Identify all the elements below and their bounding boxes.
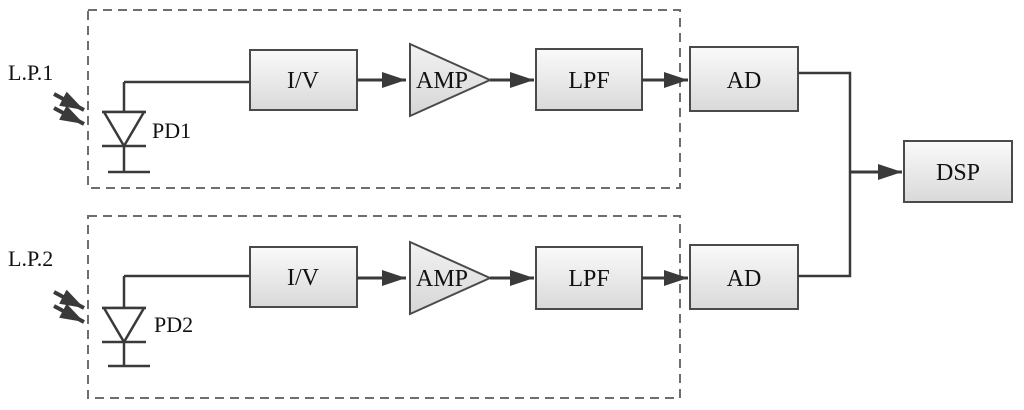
dsp-block: DSP xyxy=(903,140,1013,203)
channel-2-amp-label: AMP xyxy=(416,266,468,292)
channel-2: L.P.2 PD2 I/V AMP LPF xyxy=(8,215,799,399)
channel-2-photodiode-icon xyxy=(101,276,150,368)
channel-2-ad-label: AD xyxy=(727,266,762,292)
channel-2-iv-label: I/V xyxy=(287,265,320,291)
channel-1-lpf-block: LPF xyxy=(535,48,643,111)
channel-1-amp-label: AMP xyxy=(416,68,468,94)
channel-1-lpf-label: LPF xyxy=(568,68,609,94)
channel-2-lpf-label: LPF xyxy=(568,266,609,292)
channel-1-light-arrows-icon xyxy=(53,91,85,126)
channel-1-input-label: L.P.1 xyxy=(8,60,53,85)
channel-2-ad-block: AD xyxy=(689,244,799,310)
channel-2-input-label: L.P.2 xyxy=(8,246,53,271)
channel-2-light-arrows-icon xyxy=(53,289,85,324)
channel-2-detector-label: PD2 xyxy=(154,312,193,337)
dsp-label: DSP xyxy=(936,160,980,186)
channel-1: L.P.1 PD1 I/V AMP xyxy=(8,9,799,189)
channel-1-ad-label: AD xyxy=(727,68,762,94)
channel-1-detector-label: PD1 xyxy=(152,118,191,143)
channel-1-iv-label: I/V xyxy=(287,68,320,94)
channel-1-dashed-frame xyxy=(87,9,681,189)
merge-connector xyxy=(798,71,852,278)
channel-2-dashed-frame xyxy=(87,215,681,399)
channel-2-lpf-block: LPF xyxy=(535,246,643,310)
channel-1-amp-block: AMP xyxy=(409,42,493,118)
channel-2-iv-block: I/V xyxy=(249,246,358,308)
channel-1-photodiode-icon xyxy=(101,82,150,174)
channel-1-iv-block: I/V xyxy=(249,49,358,111)
channel-2-amp-block: AMP xyxy=(409,240,493,316)
channel-1-ad-block: AD xyxy=(689,46,799,112)
